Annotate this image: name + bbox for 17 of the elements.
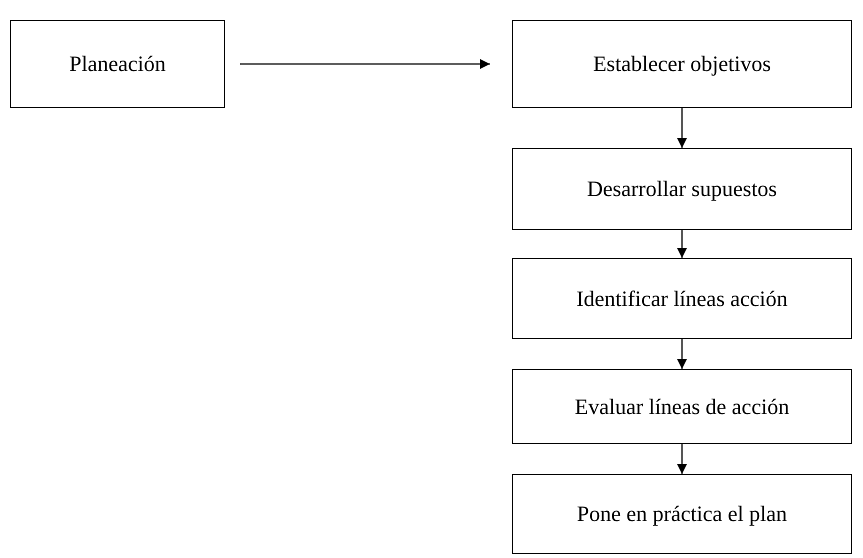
arrow [240,59,490,69]
box-label: Identificar líneas acción [576,286,788,312]
box-label: Planeación [69,51,166,77]
process-box [512,258,852,339]
box-label: Pone en práctica el plan [576,501,788,527]
arrow [677,108,687,148]
box-label: Desarrollar supuestos [586,176,777,202]
arrow [677,339,687,369]
process-box [512,369,852,444]
box-label: Evaluar líneas de acción [574,394,790,420]
process-box [512,148,852,230]
arrow [677,444,687,474]
process-box [10,20,225,108]
process-box [512,474,852,554]
box-label: Establecer objetivos [593,51,771,77]
process-box [512,20,852,108]
arrow [677,230,687,258]
